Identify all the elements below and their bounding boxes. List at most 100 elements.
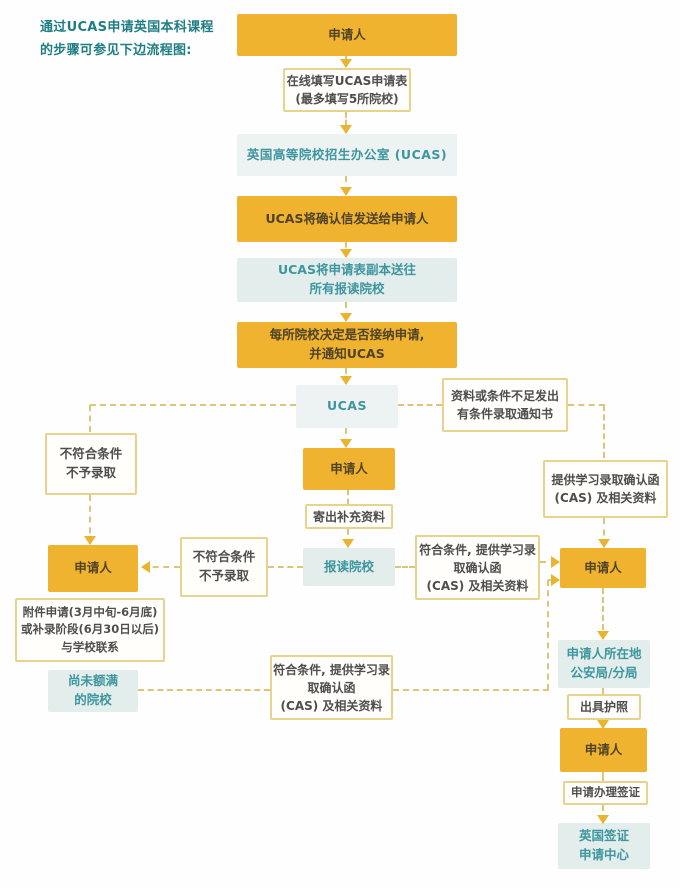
- arrowhead-down: [340, 439, 352, 448]
- node-meet-cas-bottom: 符合条件, 提供学习录取确认函 (CAS) 及相关资料: [270, 655, 393, 720]
- node-extra-apply-label: 与学校联系: [61, 639, 119, 654]
- node-reject-mid-label: 不予录取: [198, 568, 249, 583]
- node-ucas-send-copy-label: UCAS将申请表副本送往: [277, 262, 416, 278]
- node-reject-mid: 不符合条件不予录取: [180, 537, 268, 597]
- arrowhead-down: [340, 313, 352, 322]
- conn-applicant-mid-to-supplement: [347, 490, 349, 504]
- node-meet-cas-mid-label: 取确认函: [453, 560, 502, 575]
- node-ucas: UCAS: [296, 385, 398, 428]
- arrowhead-down: [342, 539, 354, 548]
- node-applicant-right: 申请人: [560, 548, 646, 588]
- page-title: 通过UCAS申请英国本科课程 的步骤可参见下边流程图:: [40, 16, 214, 63]
- arrowhead-down: [340, 249, 352, 258]
- arrowhead-down: [597, 720, 609, 729]
- node-fill-ucas-form: 在线填写UCAS申请表 (最多填写5所院校): [283, 68, 411, 112]
- node-ucas-office-label: 英国高等院校招生办公室 (UCAS): [246, 146, 448, 162]
- node-police-station-label: 公安局/分局: [570, 665, 638, 680]
- node-reject-left: 不符合条件不予录取: [45, 433, 137, 495]
- node-fill-ucas-form-label: 在线填写UCAS申请表: [286, 74, 408, 88]
- node-apply-visa-label: 申请办理签证: [571, 785, 640, 800]
- node-applicant-mid-label: 申请人: [330, 460, 368, 476]
- node-conditional-offer-label: 资料或条件不足发出: [450, 389, 559, 403]
- node-meet-cas-mid-label: (CAS) 及相关资料: [426, 578, 529, 593]
- conn-meetcas-bottom-up-v: [547, 580, 549, 690]
- node-conditional-offer-label: 有条件录取通知书: [456, 407, 553, 421]
- node-ucas-send-confirm: UCAS将确认信发送给申请人: [237, 196, 457, 242]
- arrowhead-down: [340, 59, 352, 68]
- node-applicant-top: 申请人: [237, 14, 457, 56]
- conn-unfilled-to-meetcas-bottom: [138, 689, 270, 691]
- node-school-decide-label: 每所院校决定是否接纳申请,: [269, 327, 425, 343]
- node-unfilled-schools: 尚未额满的院校: [48, 670, 138, 712]
- conn-school-to-rejectmid: [268, 566, 303, 568]
- conn-rejectmid-to-applicant-left: [142, 566, 180, 568]
- conn-meetcas-to-applicant-right: [540, 561, 559, 563]
- node-extra-apply: 附件申请(3月中旬-6月底) 或补录阶段(6月30日以后) 与学校联系: [15, 598, 165, 662]
- node-applicant-visa-label: 申请人: [584, 741, 623, 757]
- node-applicant-left: 申请人: [48, 545, 138, 592]
- page-title-line1: 通过UCAS申请英国本科课程: [40, 20, 214, 35]
- node-extra-apply-label: 附件申请(3月中旬-6月底): [22, 605, 158, 620]
- conn-ucas-branch-right-h1: [398, 404, 442, 406]
- conn-offer-to-cas-v: [603, 405, 605, 458]
- node-provide-cas-label: 提供学习录取确认函: [551, 473, 660, 487]
- node-applicant-left-label: 申请人: [74, 560, 112, 576]
- node-police-station: 申请人所在地公安局/分局: [558, 640, 650, 688]
- arrowhead-down: [597, 815, 609, 824]
- node-meet-cas-bottom-label: (CAS) 及相关资料: [280, 698, 383, 713]
- conn-ucas-branch-left-v: [89, 405, 91, 432]
- node-school-decide: 每所院校决定是否接纳申请,并通知UCAS: [237, 322, 457, 368]
- conn-applicant-right-to-police: [602, 588, 604, 639]
- node-issue-passport-label: 出具护照: [579, 700, 628, 714]
- node-unfilled-schools-label: 的院校: [74, 692, 112, 707]
- conn-ucas-branch-left-h: [90, 404, 296, 406]
- conn-school-to-meetcas: [395, 566, 415, 568]
- node-reject-left-label: 不符合条件: [59, 446, 123, 462]
- node-reject-mid-label: 不符合条件: [192, 549, 256, 565]
- node-apply-school: 报读院校: [303, 548, 395, 586]
- conn-cas-to-applicant-right: [603, 518, 605, 547]
- conn-ucas-office-to-confirm: [345, 176, 347, 195]
- node-extra-apply-label: 或补录阶段(6月30日以后): [20, 622, 160, 637]
- node-applicant-top-label: 申请人: [328, 26, 366, 42]
- node-uk-visa-center-label: 申请中心: [578, 847, 629, 862]
- conn-applicant-visa-to-apply: [602, 772, 604, 781]
- node-applicant-mid: 申请人: [303, 448, 395, 490]
- node-provide-cas: 提供学习录取确认函(CAS) 及相关资料: [543, 460, 668, 518]
- arrowhead-down: [597, 631, 609, 640]
- node-meet-cas-bottom-label: 取确认函: [307, 680, 356, 695]
- node-ucas-send-copy: UCAS将申请表副本送往所有报读院校: [237, 258, 457, 302]
- conn-meetcas-bottom-right-h: [393, 689, 549, 691]
- arrowhead-right: [551, 556, 560, 568]
- node-send-supplement: 寄出补充资料: [305, 504, 393, 529]
- node-uk-visa-center: 英国签证申请中心: [558, 823, 650, 869]
- arrowhead-down: [340, 376, 352, 385]
- arrowhead-down: [340, 125, 352, 134]
- node-reject-left-label: 不予录取: [65, 465, 116, 480]
- conn-form-to-ucas-office: [345, 112, 347, 133]
- node-fill-ucas-form-label: (最多填写5所院校): [295, 92, 399, 106]
- node-unfilled-schools-label: 尚未额满: [67, 673, 118, 689]
- conn-ucas-to-applicant-mid: [345, 428, 347, 447]
- conn-reject-to-applicant-left: [89, 495, 91, 544]
- node-conditional-offer: 资料或条件不足发出有条件录取通知书: [442, 378, 568, 432]
- node-ucas-office: 英国高等院校招生办公室 (UCAS): [237, 134, 457, 176]
- arrowhead-left: [141, 561, 150, 573]
- node-ucas-send-confirm-label: UCAS将确认信发送给申请人: [265, 210, 429, 226]
- arrowhead-down: [340, 187, 352, 196]
- node-send-supplement-label: 寄出补充资料: [312, 509, 385, 524]
- conn-copy-to-decide: [345, 302, 347, 321]
- node-ucas-send-copy-label: 所有报读院校: [309, 281, 385, 296]
- node-meet-cas-bottom-label: 符合条件, 提供学习录: [273, 662, 390, 677]
- node-applicant-visa: 申请人: [560, 728, 647, 772]
- node-apply-visa: 申请办理签证: [563, 781, 648, 805]
- conn-police-to-passport: [602, 688, 604, 694]
- node-meet-cas-mid: 符合条件, 提供学习录取确认函(CAS) 及相关资料: [415, 535, 540, 600]
- page-title-line2: 的步骤可参见下边流程图:: [40, 43, 192, 59]
- node-issue-passport: 出具护照: [567, 694, 641, 720]
- conn-apply-to-visa-center: [602, 805, 604, 823]
- node-applicant-right-label: 申请人: [584, 559, 622, 575]
- node-ucas-label: UCAS: [326, 398, 367, 414]
- arrowhead-down: [598, 539, 610, 548]
